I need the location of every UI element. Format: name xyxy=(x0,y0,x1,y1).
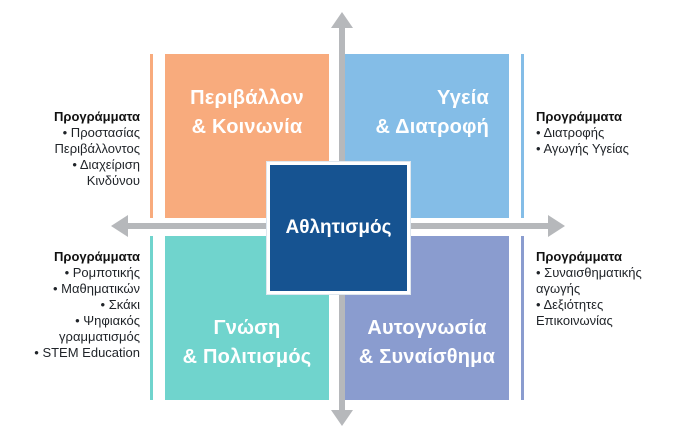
quadrant-title-line1: Υγεία xyxy=(437,87,489,109)
program-item: • Διαχείριση xyxy=(72,157,140,172)
accent-line-bottom-left xyxy=(150,236,153,400)
programs-heading: Προγράμματα xyxy=(536,109,622,124)
program-item: • Σκάκι xyxy=(100,297,140,312)
accent-line-top-left xyxy=(150,54,153,218)
program-item: • Συναισθηματικής xyxy=(536,265,642,280)
quadrant-title-line2: & Κοινωνία xyxy=(191,116,303,138)
programs-bottom-right: Προγράμματα • Συναισθηματικής αγωγής • Δ… xyxy=(536,249,671,329)
program-item: Κινδύνου xyxy=(86,173,140,188)
program-item: • Ρομποτικής xyxy=(64,265,140,280)
quadrant-environment-society: Περιβάλλον & Κοινωνία xyxy=(165,54,329,218)
quadrant-title-line1: Περιβάλλον xyxy=(190,87,304,109)
arrow-left-icon xyxy=(111,215,128,237)
quadrant-title-line2: & Διατροφή xyxy=(375,116,489,138)
programs-heading: Προγράμματα xyxy=(536,249,622,264)
program-item: Περιβάλλοντος xyxy=(54,141,140,156)
program-item: • Ψηφιακός xyxy=(75,313,140,328)
arrow-right-icon xyxy=(548,215,565,237)
accent-line-bottom-right xyxy=(521,236,524,400)
program-item: Επικοινωνίας xyxy=(536,313,613,328)
arrow-up-icon xyxy=(331,12,353,28)
programs-bottom-left: Προγράμματα • Ρομποτικής • Μαθηματικών •… xyxy=(20,249,140,361)
programs-heading: Προγράμματα xyxy=(54,109,140,124)
program-item: • Προστασίας xyxy=(62,125,140,140)
center-sports-box: Αθλητισμός xyxy=(267,162,410,294)
programs-top-right: Προγράμματα • Διατροφής • Αγωγής Υγείας xyxy=(536,109,666,157)
programs-top-left: Προγράμματα • Προστασίας Περιβάλλοντος •… xyxy=(20,109,140,189)
arrow-down-icon xyxy=(331,410,353,426)
program-item: • Μαθηματικών xyxy=(53,281,140,296)
accent-line-top-right xyxy=(521,54,524,218)
center-label: Αθλητισμός xyxy=(285,217,392,238)
program-item: αγωγής xyxy=(536,281,581,296)
program-item: • STEM Education xyxy=(34,345,140,360)
quadrant-title-line1: Αυτογνωσία xyxy=(367,317,487,339)
program-item: • Διατροφής xyxy=(536,125,605,140)
quadrant-self-awareness-emotion: Αυτογνωσία & Συναίσθημα xyxy=(345,236,509,400)
quadrant-title-line2: & Συναίσθημα xyxy=(358,346,496,368)
quadrant-title-line1: Γνώση xyxy=(213,317,281,339)
program-item: • Δεξιότητες xyxy=(536,297,604,312)
program-item: γραμματισμός xyxy=(59,329,140,344)
programs-heading: Προγράμματα xyxy=(54,249,140,264)
program-item: • Αγωγής Υγείας xyxy=(536,141,629,156)
quadrant-title-line2: & Πολιτισμός xyxy=(182,346,312,368)
